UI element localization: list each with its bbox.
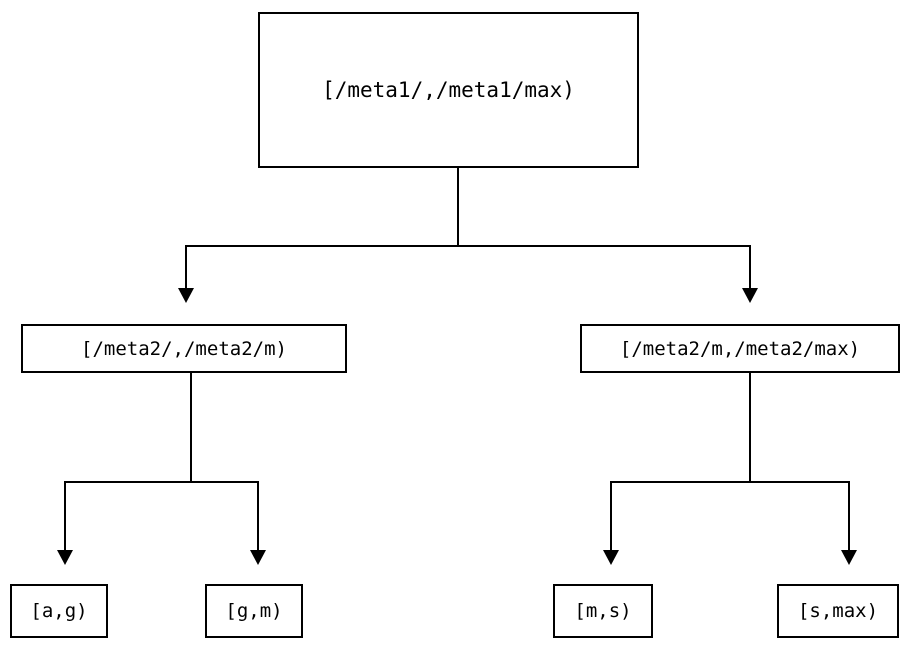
tree-node-leaf-ms-label: [m,s)	[574, 600, 632, 622]
tree-node-leaf-ag-label: [a,g)	[30, 600, 88, 622]
edge-mid-left-to-leaf-gm-drop	[257, 481, 259, 550]
edge-mid-right-stem	[749, 373, 751, 482]
edge-mid-right-crossbar-left	[610, 481, 750, 483]
arrow-head-mid-left-to-leaf-ag	[57, 550, 73, 565]
tree-node-mid-right-label: [/meta2/m,/meta2/max)	[619, 337, 861, 360]
tree-node-leaf-ms[interactable]: [m,s)	[553, 584, 653, 638]
tree-node-mid-right[interactable]: [/meta2/m,/meta2/max)	[580, 324, 900, 373]
arrow-head-mid-right-to-leaf-ms	[603, 550, 619, 565]
edge-mid-right-to-leaf-smax-drop	[848, 481, 850, 550]
tree-node-leaf-gm[interactable]: [g,m)	[205, 584, 303, 638]
arrow-head-root-to-mid-left	[178, 288, 194, 303]
tree-node-root-label: [/meta1/,/meta1/max)	[322, 78, 575, 102]
tree-node-leaf-gm-label: [g,m)	[225, 600, 283, 622]
edge-mid-right-crossbar-right	[749, 481, 850, 483]
edge-mid-right-to-leaf-ms-drop	[610, 481, 612, 550]
arrow-head-mid-right-to-leaf-smax	[841, 550, 857, 565]
tree-node-leaf-smax-label: [s,max)	[797, 600, 879, 622]
edge-root-stem	[457, 168, 459, 246]
tree-node-leaf-ag[interactable]: [a,g)	[10, 584, 108, 638]
tree-node-mid-left-label: [/meta2/,/meta2/m)	[81, 337, 287, 360]
edge-root-crossbar	[185, 245, 751, 247]
edge-mid-left-crossbar	[64, 481, 258, 483]
arrow-head-mid-left-to-leaf-gm	[250, 550, 266, 565]
edge-mid-left-stem	[190, 373, 192, 482]
tree-node-root[interactable]: [/meta1/,/meta1/max)	[258, 12, 639, 168]
edge-root-to-mid-left-drop	[185, 245, 187, 288]
tree-node-mid-left[interactable]: [/meta2/,/meta2/m)	[21, 324, 347, 373]
arrow-head-root-to-mid-right	[742, 288, 758, 303]
edge-mid-left-to-leaf-ag-drop	[64, 481, 66, 550]
tree-node-leaf-smax[interactable]: [s,max)	[777, 584, 899, 638]
edge-root-to-mid-right-drop	[749, 245, 751, 288]
